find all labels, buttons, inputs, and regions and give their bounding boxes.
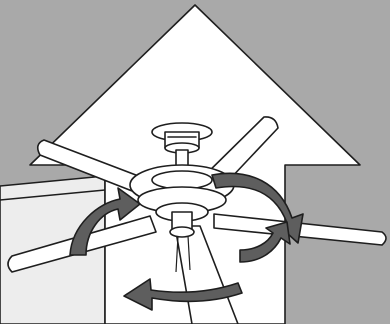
ceiling-fan-illustration bbox=[0, 0, 390, 324]
